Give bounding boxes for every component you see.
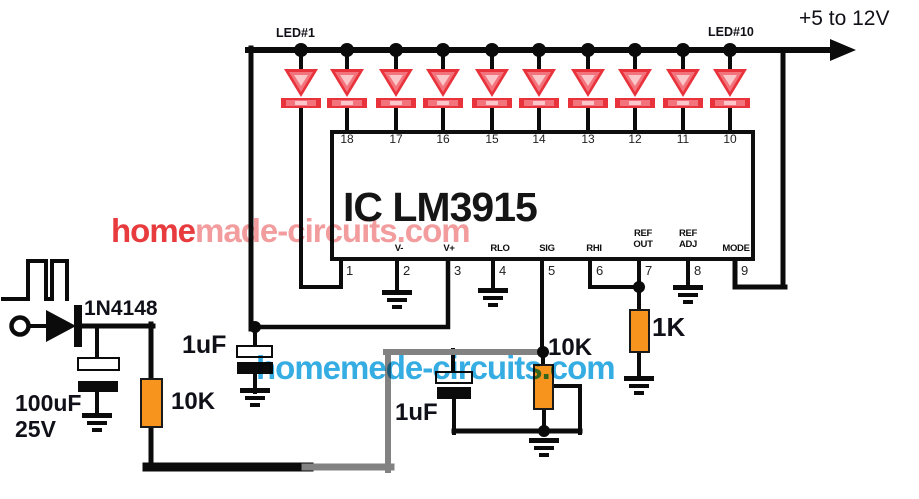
ground-icon-ref: [623, 376, 655, 395]
diode-symbol: [46, 310, 76, 342]
ic-pin7: 7: [645, 263, 653, 278]
led-indicator: [663, 69, 703, 108]
led-indicator: [519, 69, 559, 108]
input-cap-plate-negative: [78, 381, 118, 392]
ic-pin1: 1: [346, 263, 354, 278]
ic-pin3: 3: [454, 263, 462, 278]
ic-pin2: 2: [403, 263, 411, 278]
input-terminal-icon: [9, 315, 31, 337]
led-cathode-wires: [345, 100, 732, 133]
sig-cap-plate-negative: [437, 387, 471, 399]
led10-label: LED#10: [708, 25, 754, 39]
pin-label-mode: MODE: [722, 243, 750, 254]
led-indicator: [568, 69, 608, 108]
ic-pin15: 15: [485, 132, 499, 146]
input-cap-plate-positive: [77, 357, 120, 371]
ref-resistor: [629, 309, 650, 353]
pin-label-sig: SIG: [539, 243, 555, 254]
pin-label-ref-out-line2: OUT: [633, 239, 653, 250]
pin3-vplus-wire: [252, 256, 451, 330]
ic-pin16: 16: [436, 132, 450, 146]
vplus-cap-plate-negative: [237, 362, 273, 374]
watermark-blue: homemede-circuits.com: [256, 349, 616, 386]
watermark-red: homemade-circuits.com: [111, 212, 471, 250]
supply-arrow-icon: [830, 39, 856, 61]
ic-pin13: 13: [581, 132, 595, 146]
ic-pin18: 18: [340, 132, 354, 146]
ic-chip-body: [330, 130, 755, 261]
sig-resistor-tap-wire: [550, 384, 582, 435]
pin-label-ref-out-line1: REF: [633, 228, 653, 239]
led1-to-pin1-wire: [299, 100, 343, 289]
watermark-red-light: made-circuits.com: [195, 212, 471, 249]
ground-icon-vplus-cap: [239, 388, 271, 407]
ic-pin14: 14: [532, 132, 546, 146]
ground-icon-pin2: [381, 290, 413, 309]
ic-pin10: 10: [723, 132, 737, 146]
diode-label: 1N4148: [84, 297, 158, 320]
led-indicator: [615, 69, 655, 108]
input-cap-value-label: 100uF: [15, 390, 82, 416]
led-anode-wires: [299, 46, 732, 78]
sig-resistor-label: 10K: [548, 334, 593, 361]
led-indicator: [327, 69, 367, 108]
led-indicator: [710, 69, 750, 108]
input-cap-voltage-label: 25V: [15, 416, 56, 442]
mode-pin-wire: [732, 257, 788, 290]
led-indicator: [376, 69, 416, 108]
ic-pin11: 11: [676, 132, 690, 146]
ic-chip-title: IC LM3915: [343, 184, 538, 230]
ground-icon-pin8: [672, 285, 704, 304]
pin6-wire: [588, 257, 642, 289]
led1-label: LED#1: [276, 26, 315, 40]
pin-label-ref-adj-line1: REF: [678, 228, 698, 239]
watermark-red-bold: home: [111, 212, 196, 249]
square-wave-icon: [1, 259, 69, 301]
ref-resistor-label: 1K: [652, 312, 686, 342]
sig-cap-plate-positive: [435, 371, 473, 384]
pin-label-vminus: V-: [394, 243, 404, 254]
ground-icon-input-cap: [81, 413, 113, 432]
led-indicator: [281, 69, 321, 108]
led-indicator: [423, 69, 463, 108]
ic-pin8: 8: [694, 263, 702, 278]
ground-icon-pin4: [477, 288, 509, 307]
pin-label-vplus: V+: [443, 243, 455, 254]
ic-pin17: 17: [389, 132, 403, 146]
input-resistor-label: 10K: [171, 388, 216, 415]
ic-pin9: 9: [741, 263, 749, 278]
sig-cap-label: 1uF: [395, 399, 438, 426]
led-indicator: [472, 69, 512, 108]
vplus-cap-plate-positive: [236, 345, 273, 358]
input-resistor: [140, 378, 163, 428]
supply-voltage-label: +5 to 12V: [799, 7, 890, 30]
junction-dots: [249, 43, 737, 437]
ic-pin5: 5: [548, 263, 556, 278]
ic-pin4: 4: [499, 263, 507, 278]
ic-pin6: 6: [596, 263, 604, 278]
pin-label-rhi: RHI: [586, 243, 602, 254]
sig-resistor: [533, 364, 554, 410]
vplus-cap-label: 1uF: [182, 331, 227, 359]
ground-icon-sig: [528, 438, 560, 457]
ic-pin12: 12: [628, 132, 642, 146]
pin-label-rlo: RLO: [490, 243, 510, 254]
pin-label-ref-adj-line2: ADJ: [678, 239, 698, 250]
